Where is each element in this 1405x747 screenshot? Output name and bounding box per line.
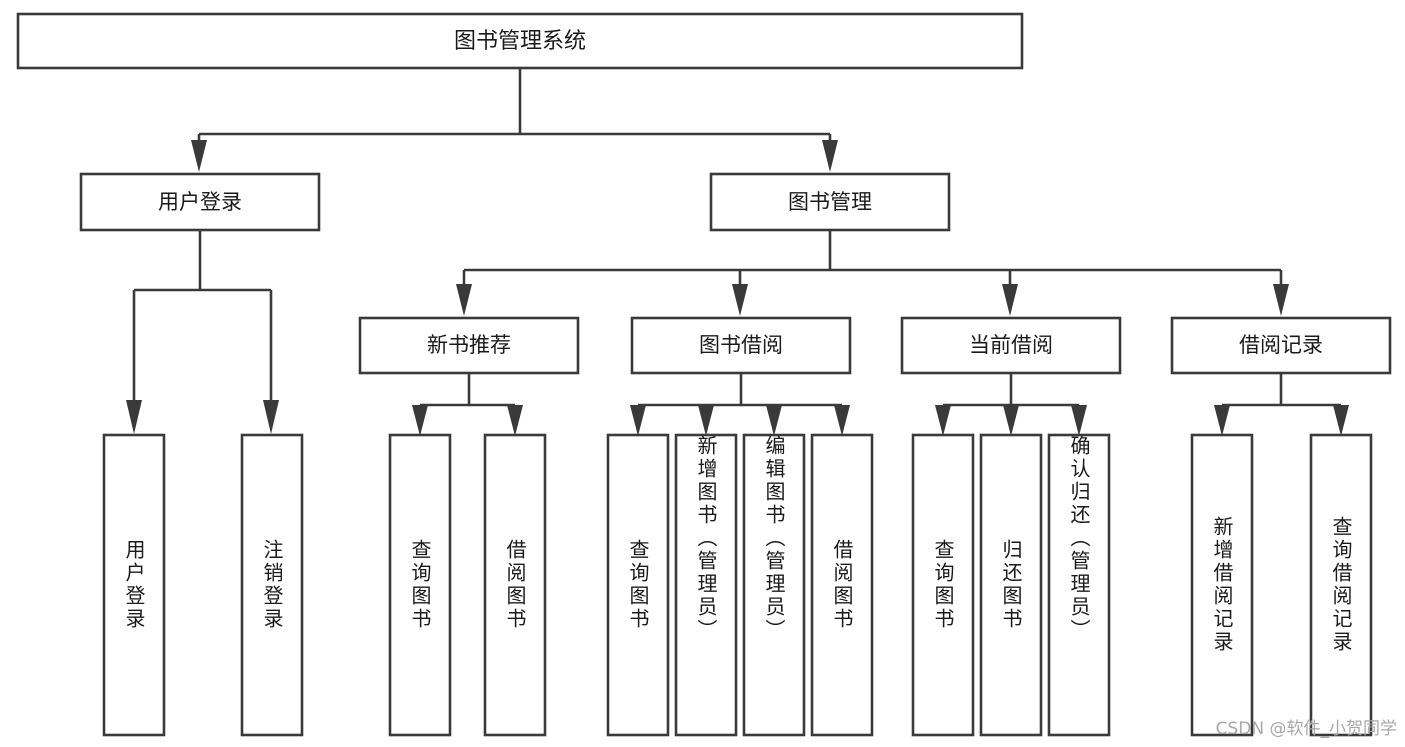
node-new-book-label: 新书推荐 [427,333,511,357]
node-borrow-record-box[interactable] [1170,316,1392,375]
arrow-head-user-leaf-2 [263,400,279,434]
node-user-login-box[interactable] [79,172,321,232]
leaf-box-br-add-record[interactable] [1190,433,1254,737]
leaf-box-logout[interactable] [240,433,304,737]
connector-group-book-borrow [630,373,850,436]
leaf-box-cb-return-book[interactable] [979,433,1043,737]
leaf-box-cb-search-book[interactable] [911,433,975,737]
arrow-head-to-book-borrow [732,284,748,316]
arrow-head-cb-leaf-1 [935,405,951,436]
leaf-box-bb-edit-book[interactable] [742,433,806,737]
node-book-borrow[interactable]: 图书借阅 [630,316,852,375]
node-borrow-record[interactable]: 借阅记录 [1170,316,1392,375]
connector-group-root [191,68,838,172]
node-current-borrow-box[interactable] [900,316,1122,375]
arrow-head-to-user-login [191,140,207,172]
connector-group-user-login [126,230,279,434]
connector-group-new-book [412,373,523,436]
arrow-head-to-current-borrow [1002,284,1018,316]
node-book-borrow-box[interactable] [630,316,852,375]
arrow-head-nb-leaf-1 [412,405,428,436]
arrow-head-user-leaf-1 [126,400,142,434]
node-book-manage[interactable]: 图书管理 [709,172,951,232]
node-new-book-box[interactable] [358,316,580,375]
arrow-head-br-leaf-1 [1214,405,1230,436]
node-borrow-record-label: 借阅记录 [1239,333,1323,357]
arrow-head-bb-leaf-3 [766,405,782,436]
arrow-head-bb-leaf-1 [630,405,646,436]
leaf-box-user-login[interactable] [102,433,166,737]
connector-group-current-borrow [935,373,1087,436]
arrow-head-bb-leaf-4 [834,405,850,436]
node-user-login-label: 用户登录 [158,190,242,214]
leaf-box-nb-borrow-book[interactable] [483,433,547,737]
leaf-box-cb-confirm-return[interactable] [1047,433,1111,737]
arrow-head-to-book-manage [822,140,838,172]
arrow-head-to-new-book [456,284,472,316]
leaf-box-bb-borrow-book[interactable] [810,433,874,737]
arrow-head-nb-leaf-2 [507,405,523,436]
arrow-head-br-leaf-2 [1333,405,1349,436]
arrow-head-cb-leaf-3 [1071,405,1087,436]
node-book-manage-label: 图书管理 [788,190,872,214]
node-current-borrow-label: 当前借阅 [969,333,1053,357]
connector-group-book-manage [456,230,1289,316]
leaf-box-bb-search-book[interactable] [606,433,670,737]
node-current-borrow[interactable]: 当前借阅 [900,316,1122,375]
arrow-head-cb-leaf-2 [1003,405,1019,436]
leaf-box-nb-search-book[interactable] [388,433,452,737]
node-book-borrow-label: 图书借阅 [699,333,783,357]
node-new-book[interactable]: 新书推荐 [358,316,580,375]
leaf-box-bb-add-book[interactable] [674,433,738,737]
connector-group-borrow-record [1214,373,1349,436]
leaf-box-br-search-record[interactable] [1309,433,1373,737]
arrow-head-bb-leaf-2 [698,405,714,436]
arrow-head-to-borrow-record [1273,284,1289,316]
node-user-login[interactable]: 用户登录 [79,172,321,232]
